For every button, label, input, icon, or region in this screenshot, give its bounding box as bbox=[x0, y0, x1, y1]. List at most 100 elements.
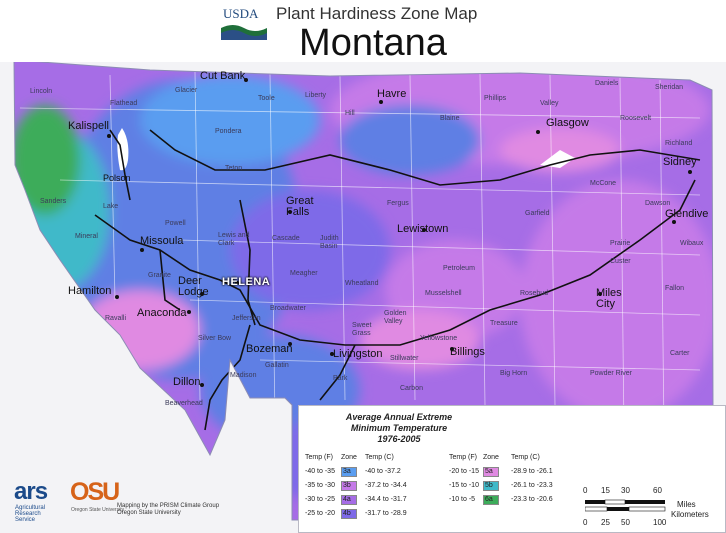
legend-row-5-temp-c: -28.9 to -26.1 bbox=[511, 468, 553, 475]
city-dot-hamilton bbox=[115, 295, 119, 299]
fort-peck-lake bbox=[540, 150, 575, 168]
county-glacier: Glacier bbox=[175, 87, 198, 94]
county-dawson: Dawson bbox=[645, 200, 671, 207]
city-anaconda: Anaconda bbox=[137, 307, 187, 319]
county-lewis-and-clark: Lewis and Clark bbox=[218, 232, 250, 247]
county-sheridan: Sheridan bbox=[655, 84, 684, 91]
legend-row-1-temp-c: -40 to -37.2 bbox=[365, 468, 401, 475]
state-title: Montana bbox=[0, 22, 726, 65]
legend-row-1-temp-f: -40 to -35 bbox=[305, 468, 335, 475]
county-yellowstone: Yellowstone bbox=[420, 335, 458, 342]
county-petroleum: Petroleum bbox=[443, 265, 475, 272]
county-roosevelt: Roosevelt bbox=[620, 115, 652, 122]
county-meagher: Meagher bbox=[290, 270, 318, 277]
city-dot-great-falls bbox=[288, 210, 292, 214]
legend-row-2-temp-c: -37.2 to -34.4 bbox=[365, 482, 407, 489]
legend-row-4-temp-f: -25 to -20 bbox=[305, 510, 335, 517]
county-judith-basin: Judith Basin bbox=[320, 235, 339, 250]
legend-row-6-swatch bbox=[483, 481, 499, 491]
legend-row-2-zone: 3b bbox=[343, 482, 351, 489]
scale-miles-60: 60 bbox=[653, 486, 662, 495]
legend-row-4-zone: 4b bbox=[343, 510, 351, 517]
legend-row-1-zone: 3a bbox=[343, 468, 351, 475]
county-garfield: Garfield bbox=[525, 210, 550, 217]
city-dot-livingston bbox=[330, 352, 334, 356]
county-teton: Teton bbox=[225, 165, 243, 172]
county-flathead: Flathead bbox=[110, 100, 138, 107]
scale-km-25: 25 bbox=[601, 518, 610, 527]
osu-caption: Oregon State University bbox=[71, 507, 125, 513]
city-dot-havre bbox=[379, 100, 383, 104]
city-havre: Havre bbox=[377, 88, 407, 100]
ars-logo: ars bbox=[14, 478, 48, 505]
city-dot-miles-city bbox=[598, 292, 602, 296]
city-hamilton: Hamilton bbox=[68, 285, 112, 297]
legend-header-temp-c: Temp (C) bbox=[365, 454, 394, 461]
city-dillon: Dillon bbox=[173, 376, 201, 388]
county-phillips: Phillips bbox=[484, 95, 507, 102]
city-glasgow: Glasgow bbox=[546, 117, 589, 129]
city-dot-dillon bbox=[200, 383, 204, 387]
county-liberty: Liberty bbox=[305, 92, 327, 99]
legend-row-5-temp-f: -20 to -15 bbox=[449, 468, 479, 475]
city-dot-glasgow bbox=[536, 130, 540, 134]
county-cascade: Cascade bbox=[272, 235, 300, 242]
county-jefferson: Jefferson bbox=[232, 315, 261, 322]
legend-row-6-temp-c: -26.1 to -23.3 bbox=[511, 482, 553, 489]
ars-caption-line-1: Agricultural bbox=[15, 505, 46, 511]
county-sweet-grass: Sweet Grass bbox=[352, 322, 372, 337]
county-wibaux: Wibaux bbox=[680, 240, 704, 247]
county-wheatland: Wheatland bbox=[345, 280, 379, 287]
city-dot-kalispell bbox=[107, 134, 111, 138]
scale-km-label: Kilometers bbox=[671, 510, 709, 519]
scale-miles-15: 15 bbox=[601, 486, 610, 495]
city-cut-bank: Cut Bank bbox=[200, 70, 246, 82]
city-dot-cut-bank bbox=[244, 78, 248, 82]
legend-row-2-temp-f: -35 to -30 bbox=[305, 482, 335, 489]
city-dot-sidney bbox=[688, 170, 692, 174]
city-glendive: Glendive bbox=[665, 208, 709, 220]
county-lines bbox=[19, 71, 701, 520]
legend-row-5-swatch bbox=[483, 467, 499, 477]
county-powder-river: Powder River bbox=[590, 370, 633, 377]
county-fergus: Fergus bbox=[387, 200, 409, 207]
scale-miles-30: 30 bbox=[621, 486, 630, 495]
county-daniels: Daniels bbox=[595, 80, 619, 87]
capital-star bbox=[235, 281, 239, 285]
legend-row-6-zone: 5b bbox=[485, 482, 493, 489]
county-carbon: Carbon bbox=[400, 385, 423, 392]
county-gallatin: Gallatin bbox=[265, 362, 289, 369]
legend-row-1-swatch bbox=[341, 467, 357, 477]
city-dot-deer-lodge bbox=[200, 292, 204, 296]
city-great-falls: Great Falls bbox=[286, 195, 314, 218]
map-header: USDA Plant Hardiness Zone Map Montana bbox=[0, 0, 726, 65]
legend-header-zone-2: Zone bbox=[483, 454, 499, 461]
state-outline bbox=[13, 59, 714, 521]
city-bozeman: Bozeman bbox=[246, 343, 293, 355]
county-park: Park bbox=[333, 375, 348, 382]
zone-layer bbox=[14, 60, 713, 520]
county-richland: Richland bbox=[665, 140, 693, 147]
osu-logo: OSU bbox=[70, 478, 120, 506]
county-pondera: Pondera bbox=[215, 128, 242, 135]
county-toole: Toole bbox=[258, 95, 275, 102]
legend-header-temp-c-2: Temp (C) bbox=[511, 454, 540, 461]
legend-row-4-temp-c: -31.7 to -28.9 bbox=[365, 510, 407, 517]
mapping-credit-line-1: Mapping by the PRISM Climate Group bbox=[117, 503, 220, 509]
county-valley: Valley bbox=[540, 100, 559, 107]
county-treasure: Treasure bbox=[490, 320, 518, 327]
scale-miles-0: 0 bbox=[583, 486, 588, 495]
county-powell: Powell bbox=[165, 220, 186, 227]
legend-header-temp-f: Temp (F) bbox=[305, 454, 333, 461]
county-broadwater: Broadwater bbox=[270, 305, 306, 312]
county-prairie: Prairie bbox=[610, 240, 631, 247]
city-dot-missoula bbox=[140, 248, 144, 252]
legend-row-3-zone: 4a bbox=[343, 496, 351, 503]
legend-row-6-temp-f: -15 to -10 bbox=[449, 482, 479, 489]
county-musselshell: Musselshell bbox=[425, 290, 462, 297]
scale-km-0: 0 bbox=[583, 518, 588, 527]
scale-miles-label: Miles bbox=[677, 500, 696, 509]
county-hill: Hill bbox=[345, 110, 355, 117]
